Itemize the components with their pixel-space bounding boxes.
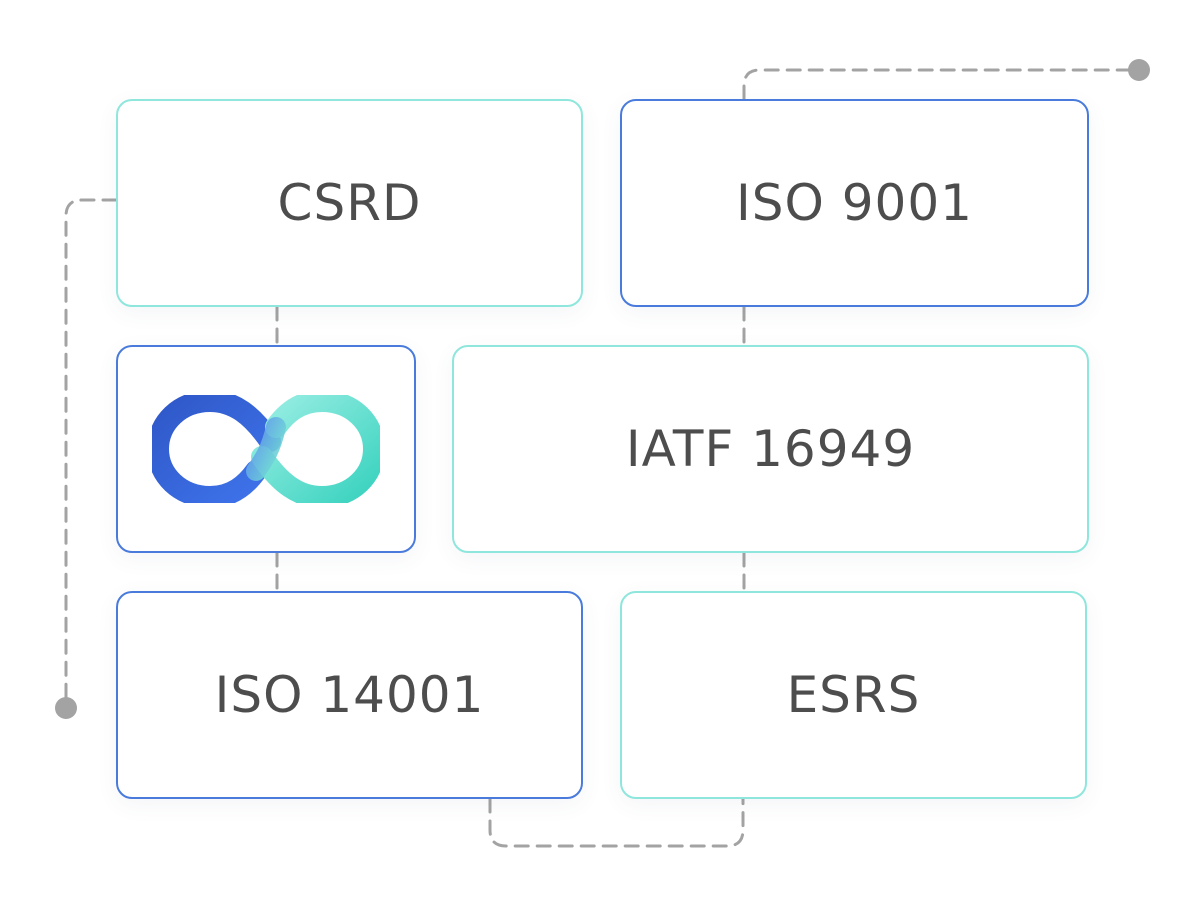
- connector-bottom: [488, 797, 745, 848]
- connector-dot-top-right: [1128, 59, 1150, 81]
- box-iso-9001: ISO 9001: [620, 99, 1089, 307]
- box-iso-9001-label: ISO 9001: [736, 174, 973, 232]
- box-csrd: CSRD: [116, 99, 583, 307]
- infinity-logo-icon: [152, 395, 380, 503]
- box-iatf-16949-label: IATF 16949: [625, 420, 916, 478]
- box-logo: [116, 345, 416, 553]
- connector-left: [64, 198, 118, 708]
- box-iatf-16949: IATF 16949: [452, 345, 1089, 553]
- box-iso-14001: ISO 14001: [116, 591, 583, 799]
- connector-dot-left: [55, 697, 77, 719]
- box-esrs-label: ESRS: [786, 666, 921, 724]
- box-iso-14001-label: ISO 14001: [214, 666, 485, 724]
- connector-top-right: [742, 68, 1140, 101]
- box-esrs: ESRS: [620, 591, 1087, 799]
- box-csrd-label: CSRD: [277, 174, 422, 232]
